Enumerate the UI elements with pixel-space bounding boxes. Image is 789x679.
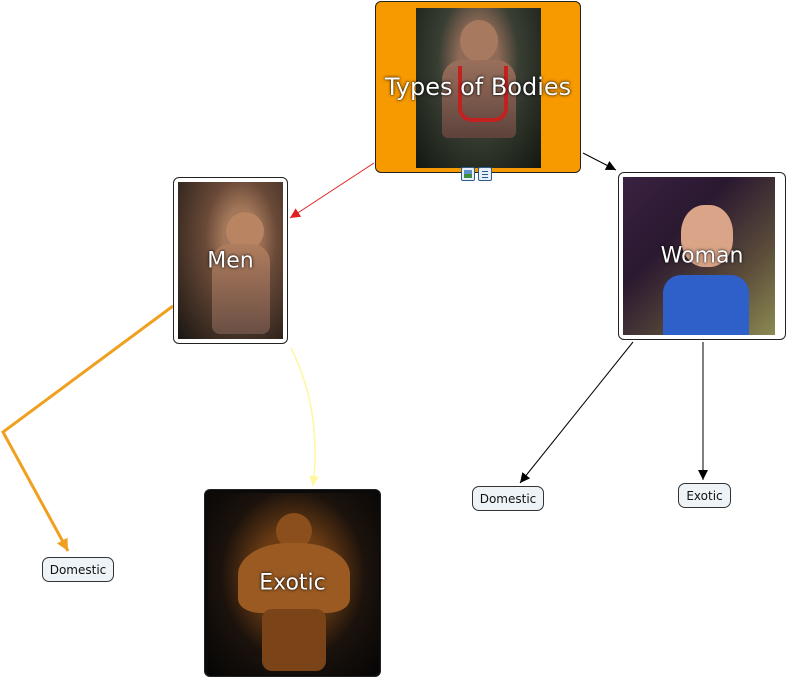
link-men-to-exotic <box>290 347 320 487</box>
woman-exotic-node[interactable]: Exotic <box>678 483 731 508</box>
exotic-photo <box>208 493 379 675</box>
photo-figure-legs <box>262 609 326 671</box>
link-root-to-woman <box>582 152 617 171</box>
photo-figure <box>460 20 498 62</box>
root-photo <box>416 8 541 168</box>
woman-concept-node[interactable]: Woman <box>618 172 786 340</box>
men-exotic-label: Exotic <box>259 570 326 596</box>
men-concept-label: Men <box>207 248 254 273</box>
document-icon-line <box>482 171 488 172</box>
link-men-to-domestic <box>1 304 174 552</box>
image-icon-sky <box>464 170 472 174</box>
photo-harness <box>458 66 508 122</box>
men-exotic-node[interactable]: Exotic <box>204 489 381 677</box>
link-woman-to-domestic <box>519 341 634 484</box>
photo-figure-body <box>238 543 350 613</box>
root-concept-node[interactable]: Types of Bodies <box>375 1 581 173</box>
link-root-to-men <box>289 162 375 219</box>
root-concept-label: Types of Bodies <box>384 73 572 101</box>
document-icon-line <box>482 174 488 175</box>
men-concept-node[interactable]: Men <box>173 177 288 344</box>
image-icon[interactable] <box>461 167 475 181</box>
photo-figure <box>226 212 264 250</box>
woman-photo <box>623 177 775 335</box>
document-icon-line <box>482 177 488 178</box>
photo-figure <box>681 205 733 267</box>
men-photo <box>178 182 283 339</box>
photo-figure-top <box>663 275 749 335</box>
woman-concept-label: Woman <box>660 243 744 269</box>
woman-domestic-node[interactable]: Domestic <box>472 486 544 511</box>
photo-figure-body <box>212 244 270 334</box>
men-domestic-node[interactable]: Domestic <box>42 557 114 582</box>
image-icon-hill <box>464 174 472 178</box>
document-icon[interactable] <box>478 167 492 181</box>
